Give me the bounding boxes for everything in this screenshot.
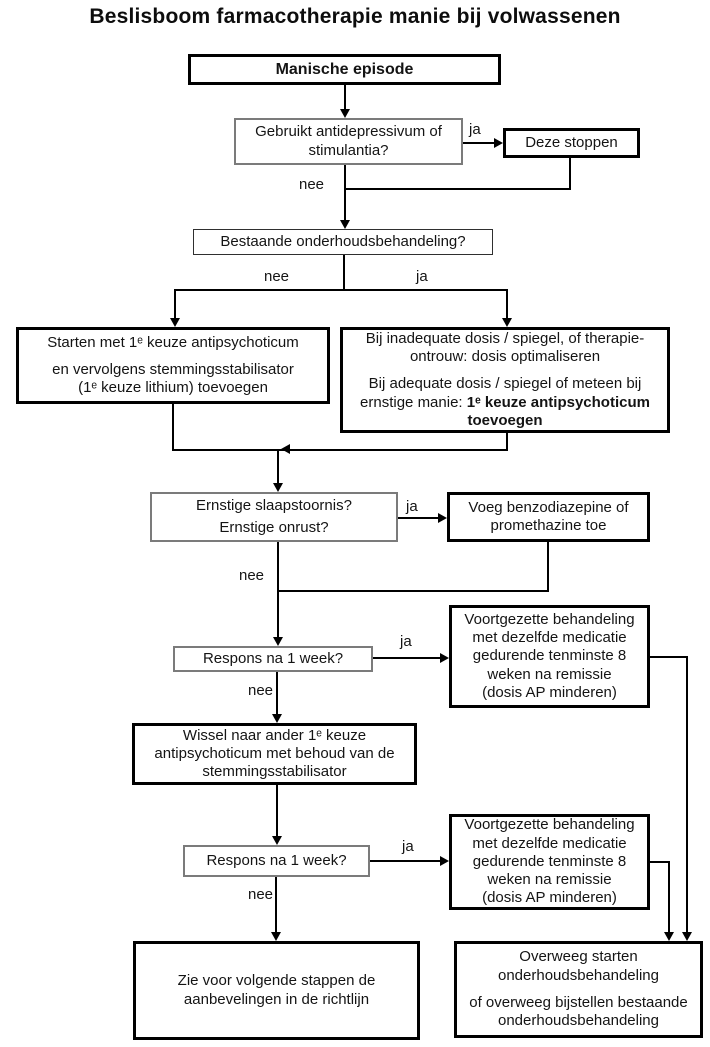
label-ja-sleep: ja [404, 498, 420, 515]
connector-line [506, 433, 508, 451]
label-nee-sleep: nee [237, 567, 267, 584]
node-text: Respons na 1 week? [202, 649, 344, 667]
node-text: Voeg benzodiazepine of promethazine toe [468, 498, 629, 534]
node-text: Ernstige slaapstoornis? Ernstige onrust? [196, 497, 352, 536]
connector-line [276, 672, 278, 714]
node-start-antipsychotic: Starten met 1ᵉ keuze antipsychoticum en … [16, 327, 330, 404]
connector-line [370, 860, 440, 862]
node-q-response-week-1: Respons na 1 week? [173, 646, 373, 672]
node-continue-treatment-2: Voortgezette behandeling met dezelfde me… [449, 814, 650, 910]
arrow-right-icon [440, 856, 449, 866]
connector-line [668, 861, 670, 932]
node-text: Bij inadequate dosis / spiegel, of thera… [365, 329, 645, 366]
connector-line [373, 657, 440, 659]
node-text: en vervolgens stemmingsstabilisator (1ᵉ … [52, 360, 294, 397]
connector-line [547, 542, 549, 592]
arrow-down-icon [271, 932, 281, 941]
node-text: Bestaande onderhoudsbehandeling? [220, 232, 466, 250]
label-ja-response-1: ja [398, 633, 414, 650]
label-ja-antidepressant: ja [467, 121, 483, 138]
node-manic-episode: Manische episode [188, 54, 501, 85]
node-text: of overweeg bijstellen bestaande onderho… [469, 994, 688, 1030]
node-text: Wissel naar ander 1ᵉ keuze antipsychotic… [154, 726, 395, 781]
arrow-down-icon [682, 932, 692, 941]
arrow-down-icon [272, 836, 282, 845]
connector-line [344, 165, 346, 220]
node-text: Overweeg starten onderhoudsbehandeling [498, 948, 659, 984]
connector-line [275, 877, 277, 932]
label-nee-antidepressant: nee [297, 176, 327, 193]
connector-line [344, 188, 571, 190]
node-text: Voortgezette behandeling met dezelfde me… [464, 816, 635, 907]
node-text: Manische episode [275, 60, 414, 78]
node-text: Gebruikt antidepressivum of stimulantia? [255, 123, 442, 159]
arrow-right-icon [494, 138, 503, 148]
connector-line [277, 449, 279, 483]
arrow-down-icon [273, 637, 283, 646]
arrow-right-icon [438, 513, 447, 523]
node-continue-treatment-1: Voortgezette behandeling met dezelfde me… [449, 605, 650, 708]
node-add-benzodiazepine: Voeg benzodiazepine of promethazine toe [447, 492, 650, 542]
connector-line [463, 142, 494, 144]
arrow-down-icon [272, 714, 282, 723]
label-ja-maintenance: ja [414, 268, 430, 285]
node-stop-these: Deze stoppen [503, 128, 640, 158]
node-text: Starten met 1ᵉ keuze antipsychoticum [47, 333, 299, 351]
node-text: Zie voor volgende stappen de aanbeveling… [177, 972, 376, 1008]
connector-line [277, 542, 279, 637]
label-nee-maintenance: nee [262, 268, 292, 285]
connector-line [172, 404, 174, 451]
node-q-sleep-agitation: Ernstige slaapstoornis? Ernstige onrust? [150, 492, 398, 542]
connector-line [276, 785, 278, 836]
arrow-down-icon [502, 318, 512, 327]
connector-line [686, 656, 688, 932]
connector-line [506, 289, 508, 318]
connector-line [174, 289, 176, 318]
node-optimize-dose: Bij inadequate dosis / spiegel, of thera… [340, 327, 670, 433]
arrow-down-icon [664, 932, 674, 941]
arrow-right-icon [440, 653, 449, 663]
label-nee-response-2: nee [246, 886, 276, 903]
label-nee-response-1: nee [246, 682, 276, 699]
node-next-steps-guideline: Zie voor volgende stappen de aanbeveling… [133, 941, 420, 1040]
page-title: Beslisboom farmacotherapie manie bij vol… [89, 5, 621, 28]
connector-line [174, 289, 508, 291]
node-q-maintenance: Bestaande onderhoudsbehandeling? [193, 229, 493, 255]
connector-line [569, 158, 571, 190]
node-text: Deze stoppen [525, 133, 618, 151]
node-text: Respons na 1 week? [206, 851, 347, 869]
node-text: Voortgezette behandeling met dezelfde me… [464, 610, 635, 701]
connector-line [650, 861, 669, 863]
connector-line [277, 590, 549, 592]
node-text: Bij adequate dosis / spiegel of meteen b… [360, 375, 650, 429]
arrow-down-icon [170, 318, 180, 327]
node-q-response-week-2: Respons na 1 week? [183, 845, 370, 877]
connector-line [172, 449, 508, 451]
connector-line [343, 255, 345, 291]
node-switch-antipsychotic: Wissel naar ander 1ᵉ keuze antipsychotic… [132, 723, 417, 785]
connector-line [344, 85, 346, 109]
arrow-down-icon [340, 109, 350, 118]
arrow-down-icon [273, 483, 283, 492]
arrow-left-icon [281, 444, 290, 454]
label-ja-response-2: ja [400, 838, 416, 855]
connector-line [398, 517, 438, 519]
connector-line [650, 656, 687, 658]
node-q-antidepressant: Gebruikt antidepressivum of stimulantia? [234, 118, 463, 165]
node-consider-maintenance: Overweeg starten onderhoudsbehandeling o… [454, 941, 703, 1038]
arrow-down-icon [340, 220, 350, 229]
